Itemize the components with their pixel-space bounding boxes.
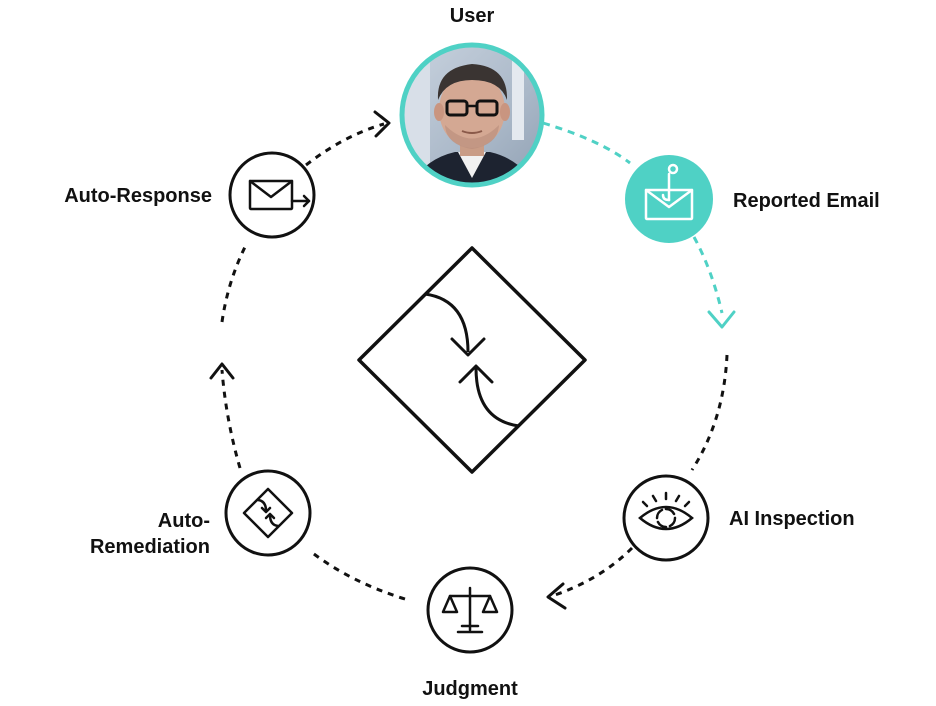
reported-email-node: Reported Email — [625, 155, 880, 243]
connector-auto-response-to-user — [305, 110, 391, 167]
user-label: User — [450, 5, 495, 27]
auto-remediation-label-line2: Remediation — [90, 536, 210, 558]
connector-auto-remediation-up — [209, 362, 242, 469]
diamond-arrows-icon — [242, 487, 294, 539]
connector-judgment-to-auto-remediation — [309, 549, 406, 601]
judgment-label: Judgment — [422, 678, 518, 700]
auto-remediation-label-line1: Auto- — [158, 510, 210, 532]
user-node: User — [399, 5, 545, 188]
envelope-send-icon — [248, 179, 311, 211]
scales-icon — [441, 586, 499, 634]
user-avatar — [404, 47, 540, 183]
connector-reported-email-down — [692, 236, 736, 329]
envelope-hook-icon — [644, 163, 694, 221]
connector-to-ai-inspection — [690, 354, 729, 471]
auto-response-label: Auto-Response — [64, 185, 212, 207]
connector-to-auto-response — [220, 242, 249, 323]
ai-inspection-label: AI Inspection — [729, 508, 855, 530]
judgment-node: Judgment — [422, 566, 518, 700]
auto-response-node: Auto-Response — [64, 151, 316, 239]
eye-icon — [638, 491, 694, 531]
reported-email-label: Reported Email — [733, 190, 880, 212]
auto-remediation-node: Auto- Remediation — [90, 469, 312, 558]
center-diamond-icon — [357, 246, 587, 474]
connector-user-to-reported-email — [542, 121, 631, 165]
connector-ai-inspection-to-judgment — [546, 546, 634, 610]
ai-inspection-node: AI Inspection — [622, 474, 855, 562]
